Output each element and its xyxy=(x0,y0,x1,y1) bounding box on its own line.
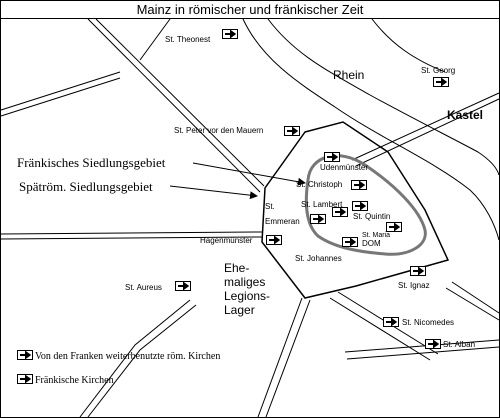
church-label-st-christoph: St. Christoph xyxy=(296,180,342,189)
arrow-right-box-icon xyxy=(310,214,326,224)
late-roman-area-arrow xyxy=(169,185,258,200)
church-label-st-nicomedes: St. Nicomedes xyxy=(402,318,454,327)
church-label-st-peter: St. Peter vor den Mauern xyxy=(174,126,263,135)
church-label-udenmuenster: Udenmünster xyxy=(320,163,368,172)
frankish-area-label: Fränkisches Siedlungsgebiet xyxy=(17,155,166,170)
church-label-hagenmuenster: Hagenmünster xyxy=(200,236,253,245)
arrow-right-box-icon xyxy=(386,222,402,232)
church-label-dom: DOM xyxy=(362,239,381,248)
arrow-right-box-icon xyxy=(17,374,33,384)
lager-label-2: maliges xyxy=(224,275,265,289)
frankish-area-arrow xyxy=(192,162,306,186)
legend: Von den Franken weiterbenutzte röm. Kirc… xyxy=(17,350,220,386)
arrow-right-box-icon xyxy=(324,152,340,162)
legend-frankish-churches: Fränkische Kirchen xyxy=(35,375,114,386)
late-roman-settlement-outline xyxy=(304,154,427,256)
arrow-right-box-icon xyxy=(352,201,368,211)
church-label-st-aureus: St. Aureus xyxy=(125,283,162,292)
arrow-right-box-icon xyxy=(351,180,367,190)
legend-roman-churches: Von den Franken weiterbenutzte röm. Kirc… xyxy=(35,351,220,362)
lager-label-1: Ehe- xyxy=(224,261,249,275)
arrow-right-box-icon xyxy=(17,350,33,360)
rhein-right-bank xyxy=(267,18,500,176)
church-label-st-emmeran-2: Emmeran xyxy=(265,217,300,226)
church-label-st-georg: St. Georg xyxy=(421,66,455,75)
arrow-right-box-icon xyxy=(410,266,426,276)
arrow-right-box-icon xyxy=(332,207,348,217)
late-roman-area-label: Spätröm. Siedlungsgebiet xyxy=(19,179,153,194)
arrow-right-box-icon xyxy=(266,235,282,245)
arrow-right-box-icon xyxy=(383,317,399,327)
rhein-label: Rhein xyxy=(333,68,364,82)
arrow-right-box-icon xyxy=(425,339,441,349)
church-label-st-emmeran-1: St. xyxy=(265,202,275,211)
arrow-right-box-icon xyxy=(433,77,449,87)
lager-label-3: Legions- xyxy=(224,289,270,303)
arrow-right-box-icon xyxy=(222,29,238,39)
side-stream xyxy=(371,18,446,73)
church-label-st-maria: St. Maria xyxy=(362,232,390,239)
arrow-right-box-icon xyxy=(175,281,191,291)
church-label-st-alban: St. Alban xyxy=(443,340,475,349)
rhein-left-bank xyxy=(242,18,500,241)
arrow-right-box-icon xyxy=(284,126,300,136)
church-label-st-quintin: St. Quintin xyxy=(353,212,390,221)
arrow-right-box-icon xyxy=(342,237,358,247)
lager-label-4: Lager xyxy=(224,303,255,317)
church-label-st-theonest: St. Theonest xyxy=(165,35,211,44)
church-label-st-lambert: St. Lambert xyxy=(301,200,343,209)
kastel-label: Kastel xyxy=(447,108,483,122)
church-label-st-ignaz: St. Ignaz xyxy=(398,281,430,290)
church-label-st-johannes: St. Johannes xyxy=(295,254,342,263)
legion-camp-wall xyxy=(261,121,450,299)
